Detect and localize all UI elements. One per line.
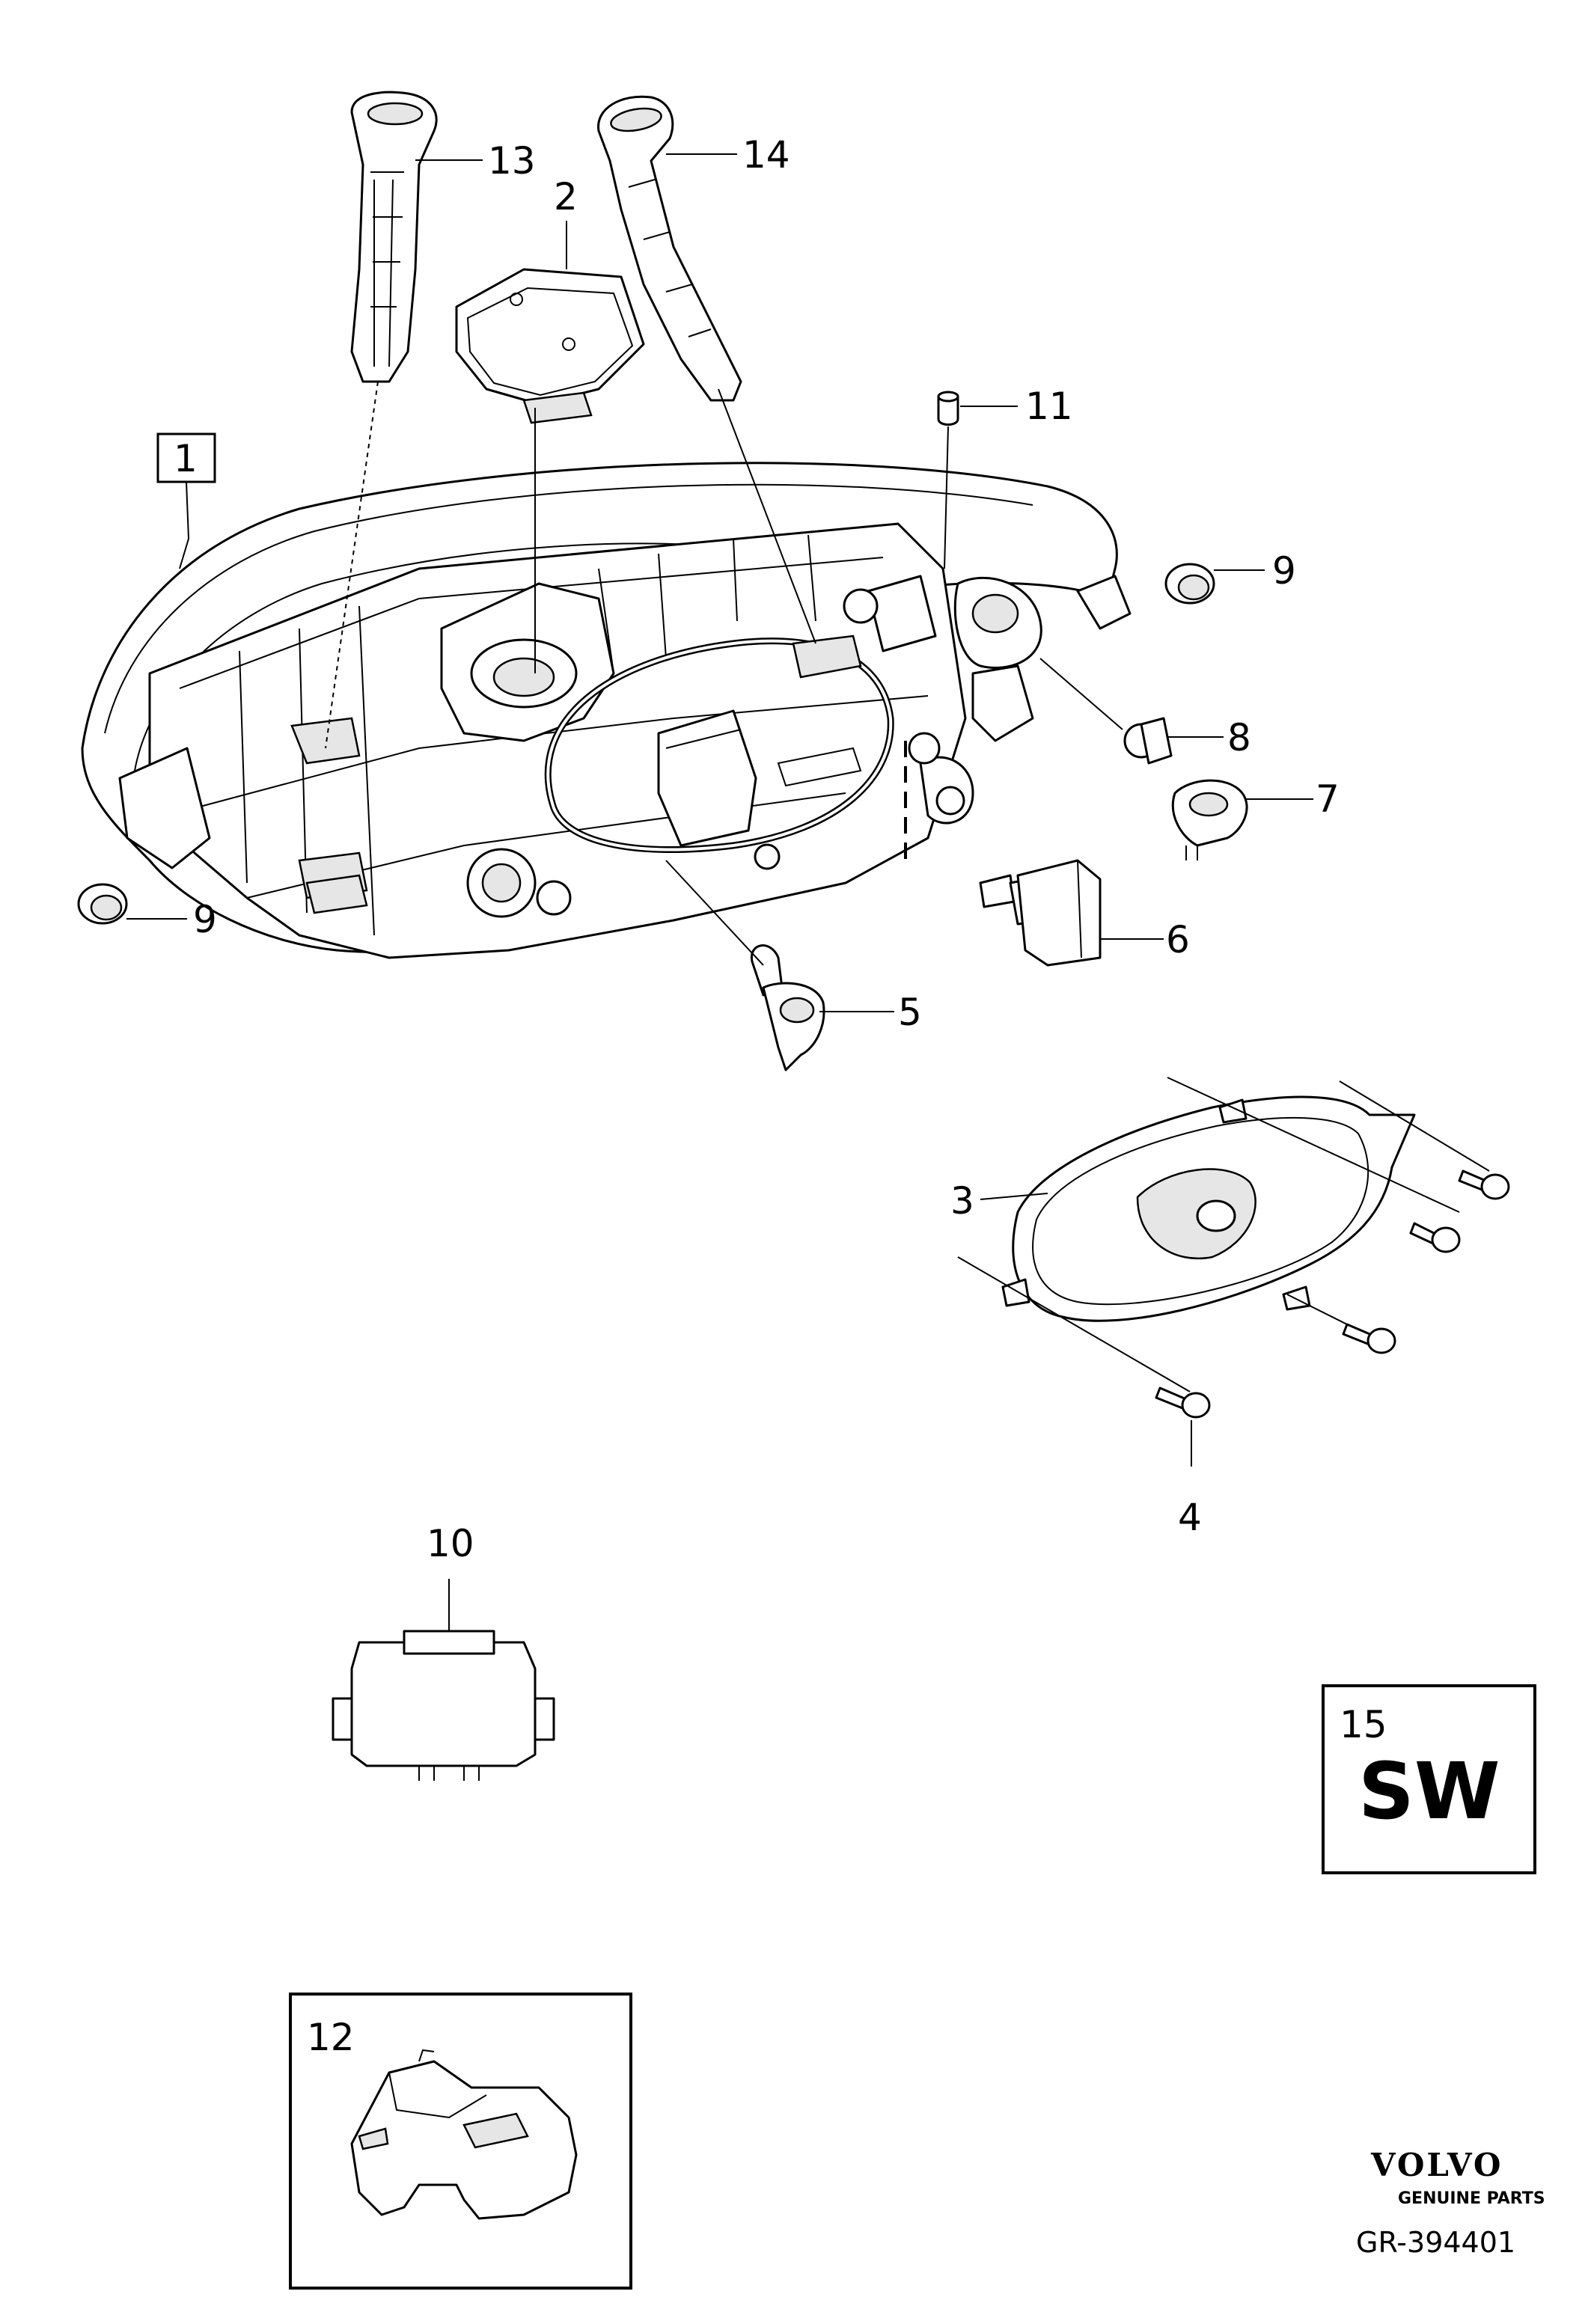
callout-9-right: 9 [1272,549,1296,593]
screw-line-2 [1339,1080,1490,1172]
callout-7: 7 [1316,777,1340,821]
dash-13 [325,381,379,749]
callout-9-left: 9 [193,898,217,941]
line-14 [718,388,816,644]
volvo-wordmark: VOLVO [1370,2147,1503,2183]
part-4-screw-c [1342,1323,1396,1354]
part-7-socket [1171,779,1248,860]
callout-8: 8 [1227,716,1251,759]
sw-code: SW [1358,1746,1500,1837]
callout-11: 11 [1025,385,1073,428]
headlamp-housing [81,462,1132,959]
part-12-frame [289,1993,632,2290]
line-11 [944,426,949,569]
part-12-cover [350,2049,578,2220]
part-9-grommet-right [1164,563,1215,605]
callout-4: 4 [1178,1496,1202,1539]
leader-3 [980,1193,1048,1200]
part-13-bracket [350,91,438,383]
part-4-screw-b [1409,1222,1461,1253]
callout-6: 6 [1166,918,1190,961]
part-3-foglamp [1001,1095,1416,1322]
screw-line-1 [1167,1077,1460,1213]
leader-1 [179,481,190,569]
callout-2: 2 [554,175,578,218]
screw-line-4 [957,1256,1191,1392]
part-4-screw-d [1155,1386,1211,1419]
part-4-screw-a [1458,1169,1510,1200]
callout-14: 14 [742,133,790,177]
callout-15: 15 [1340,1703,1387,1746]
part-11-plug [937,391,959,426]
callout-10: 10 [427,1522,474,1565]
part-14-bracket [597,95,742,402]
part-9-grommet-left [77,883,128,925]
line-5 [665,860,764,966]
line-8 [1039,658,1123,730]
sw-box-frame [1322,1684,1536,1874]
part-8-bulb [1123,717,1173,765]
callout-1: 1 [174,437,198,480]
callout-5: 5 [898,991,922,1034]
genuine-parts-label: GENUINE PARTS [1398,2189,1545,2208]
part-5-bulb [750,944,825,1071]
part-6-module [979,859,1102,967]
callout-13: 13 [488,139,536,183]
callout-12: 12 [307,2016,355,2059]
reference-number: GR-394401 [1356,2226,1515,2259]
part-2-cover [455,268,645,424]
part-10-module [332,1630,555,1781]
callout-3: 3 [950,1179,974,1223]
